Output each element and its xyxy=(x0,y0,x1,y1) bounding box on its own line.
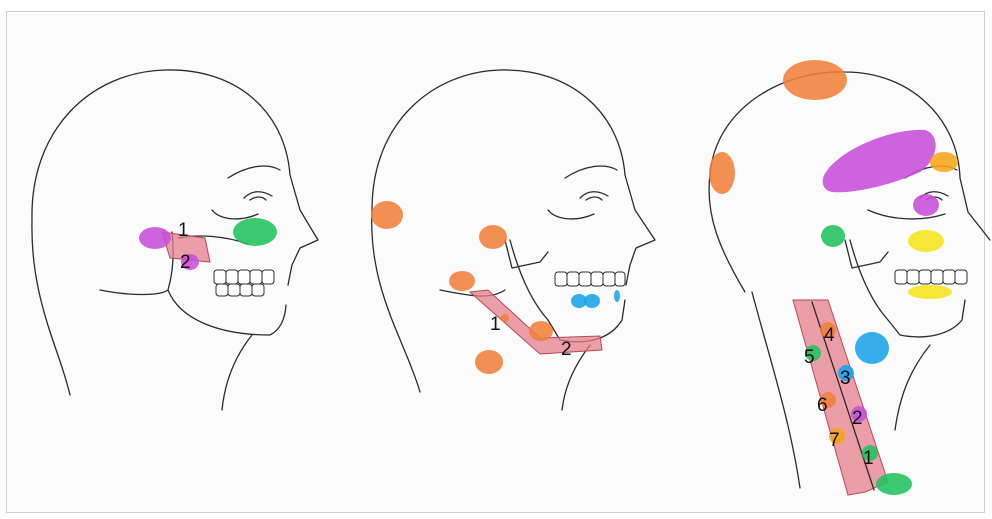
pain-area-amber-brow xyxy=(930,152,958,172)
pain-area-orange-occiput-3 xyxy=(709,152,735,194)
pain-area-blue-neck xyxy=(855,332,889,364)
label-1-panel1: 1 xyxy=(178,220,189,241)
label-3-panel3: 3 xyxy=(840,368,851,389)
cheek-line-1 xyxy=(212,210,258,219)
pain-area-magenta-1 xyxy=(139,227,171,249)
pain-area-magenta-temple xyxy=(823,130,936,192)
trigger-point-orange xyxy=(501,314,509,322)
head-outline-2 xyxy=(372,70,655,392)
cheek-line-2 xyxy=(548,210,594,219)
pain-area-orange-jaw xyxy=(529,321,553,341)
brow-line-1 xyxy=(228,166,280,178)
neck-back-3 xyxy=(752,292,800,488)
pain-area-orange-neck xyxy=(449,271,475,291)
pain-area-green-ear xyxy=(821,225,845,247)
label-5-panel3: 5 xyxy=(804,347,815,368)
label-2-panel1: 2 xyxy=(180,252,191,273)
pain-area-green-clavicle xyxy=(876,473,912,495)
pain-area-orange-occiput xyxy=(371,201,403,229)
teeth-row-2 xyxy=(555,272,625,286)
label-2-panel2: 2 xyxy=(561,339,572,360)
neck-line-1 xyxy=(100,290,168,295)
neck-front-1 xyxy=(222,335,252,410)
brow-line-2 xyxy=(565,166,617,178)
head-profile-2 xyxy=(372,70,655,410)
teeth-row-1 xyxy=(214,270,274,296)
pain-area-yellow-cheek xyxy=(908,230,944,252)
label-1-panel3: 1 xyxy=(863,448,874,469)
sternocleidomastoid-muscle xyxy=(793,300,888,495)
pain-area-orange-throat xyxy=(475,350,503,374)
pain-area-orange-ear xyxy=(479,225,507,249)
pain-area-orange-vertex xyxy=(783,60,847,100)
pain-area-magenta-eye xyxy=(913,194,939,216)
label-4-panel3: 4 xyxy=(824,325,835,346)
label-6-panel3: 6 xyxy=(817,395,828,416)
eye-2 xyxy=(580,192,608,200)
eye-1 xyxy=(244,192,272,200)
pain-area-yellow-teeth xyxy=(908,285,952,299)
pain-area-blue-incisor-2 xyxy=(584,294,600,308)
teeth-row-3 xyxy=(895,270,967,284)
pain-area-green-1 xyxy=(233,218,277,246)
label-1-panel2: 1 xyxy=(490,314,501,335)
pain-area-blue-incisor-3 xyxy=(614,290,620,302)
label-7-panel3: 7 xyxy=(829,430,840,451)
label-2-panel3: 2 xyxy=(852,408,863,429)
neck-front-3 xyxy=(895,345,930,430)
